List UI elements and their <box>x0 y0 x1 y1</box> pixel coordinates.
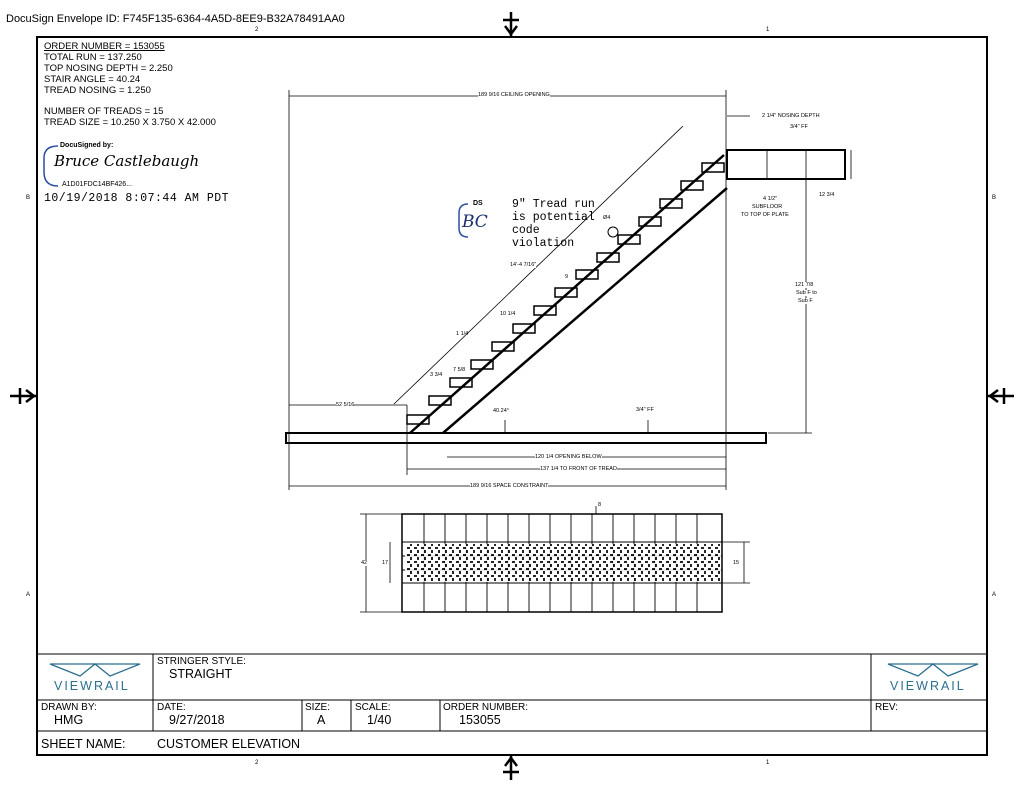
viewrail-logo-left: VIEWRAIL <box>54 679 130 693</box>
stringer-value: STRAIGHT <box>169 667 233 681</box>
signature-name: Bruce Castlebaugh <box>54 152 200 170</box>
code-violation-note: 9" Tread run is potential code violation <box>512 198 595 250</box>
dim-height-sub: Sub F to <box>796 290 817 296</box>
note-line: violation <box>512 237 575 250</box>
dim-ff-top: 3/4" FF <box>790 124 808 130</box>
spec-tread-size: TREAD SIZE = 10.250 X 3.750 X 42.000 <box>44 117 216 128</box>
dim-diagonal: 14'-4 7/16" <box>510 262 537 268</box>
dim-height: 121 7/8 <box>795 282 814 288</box>
dim-subfloor2: SUBFLOOR <box>752 204 783 210</box>
dim-plan-width: 42 <box>361 560 368 566</box>
dim-hole: Ø4 <box>603 215 611 221</box>
sheet-label: SHEET NAME: <box>41 737 126 751</box>
zone-label: B <box>992 195 997 201</box>
zone-label: A <box>992 592 997 598</box>
signature-bracket <box>43 145 59 187</box>
zone-label: 1 <box>766 760 770 766</box>
zone-label: 2 <box>255 27 259 33</box>
spec-total-run: TOTAL RUN = 137.250 <box>44 52 142 63</box>
rev-label: REV: <box>875 702 898 713</box>
dim-nose: 1 1/4 <box>456 331 469 337</box>
zone-label: 2 <box>255 760 259 766</box>
scale-label: SCALE: <box>355 702 391 713</box>
spec-tread-nosing: TREAD NOSING = 1.250 <box>44 85 151 96</box>
docusigned-label: DocuSigned by: <box>60 142 114 149</box>
dim-left-run: 52 5/16 <box>336 402 355 408</box>
order-value: 153055 <box>459 713 501 727</box>
sheet-value: CUSTOMER ELEVATION <box>157 737 301 751</box>
note-line: code <box>512 224 540 237</box>
note-line: is potential <box>512 211 595 224</box>
spec-num-treads: NUMBER OF TREADS = 15 <box>44 106 164 117</box>
viewrail-logo-mark <box>49 663 979 677</box>
dim-ff-bottom: 3/4" FF <box>636 407 654 413</box>
viewrail-logo-right: VIEWRAIL <box>890 679 966 693</box>
size-value: A <box>317 713 326 727</box>
dim-subfloor: 4 1/2" <box>763 196 778 202</box>
signature-id: A1D01FDC14BF426... <box>62 181 133 188</box>
dim-run: 9 <box>565 274 569 280</box>
signature-date: 10/19/2018 8:07:44 AM PDT <box>44 192 230 205</box>
dim-subfloor3: TO TOP OF PLATE <box>741 212 789 218</box>
initials-bracket <box>458 203 469 238</box>
spec-stair-angle: STAIR ANGLE = 40.24 <box>44 74 141 85</box>
dim-plan-inner: 17 <box>382 560 389 566</box>
dim-height-sub2: Sub F <box>798 298 813 304</box>
drawn-value: HMG <box>54 713 84 727</box>
dim-ceiling-opening: 189 9/16 CEILING OPENING <box>478 92 550 98</box>
envelope-id: DocuSign Envelope ID: F745F135-6364-4A5D… <box>6 13 345 25</box>
stringer-label: STRINGER STYLE: <box>157 656 246 667</box>
zone-label: 1 <box>766 27 770 33</box>
zone-label: A <box>26 592 31 598</box>
scale-value: 1/40 <box>367 713 392 727</box>
dim-plan-right: 15 <box>733 560 740 566</box>
order-label: ORDER NUMBER: <box>443 702 529 713</box>
dim-thick: 3 3/4 <box>430 372 443 378</box>
dim-angle: 40.24° <box>493 408 509 414</box>
drawn-label: DRAWN BY: <box>41 702 97 713</box>
date-value: 9/27/2018 <box>169 713 225 727</box>
date-label: DATE: <box>157 702 186 713</box>
spec-order-number: ORDER NUMBER = 153055 <box>44 41 165 52</box>
initials-text: BC <box>462 212 488 232</box>
spec-top-nosing: TOP NOSING DEPTH = 2.250 <box>44 63 173 74</box>
drawing-frame <box>36 36 988 756</box>
initials-label: DS <box>473 200 483 207</box>
dim-plan-top: 8 <box>598 502 602 508</box>
dim-tread: 10 1/4 <box>500 311 516 317</box>
spec-block: ORDER NUMBER = 153055 TOTAL RUN = 137.25… <box>44 41 216 128</box>
zone-label: B <box>26 195 31 201</box>
dim-joist: 12 3/4 <box>819 192 835 198</box>
dim-opening-below: 120 1/4 OPENING BELOW <box>535 454 602 460</box>
note-line: 9" Tread run <box>512 198 595 211</box>
size-label: SIZE: <box>305 702 331 713</box>
dim-nosing-depth: 2 1/4" NOSING DEPTH <box>762 113 820 119</box>
dim-front-tread: 137 1/4 TO FRONT OF TREAD <box>540 466 617 472</box>
dim-riser: 7 5/8 <box>453 367 466 373</box>
dim-space-constraint: 189 9/16 SPACE CONSTRAINT <box>470 483 549 489</box>
